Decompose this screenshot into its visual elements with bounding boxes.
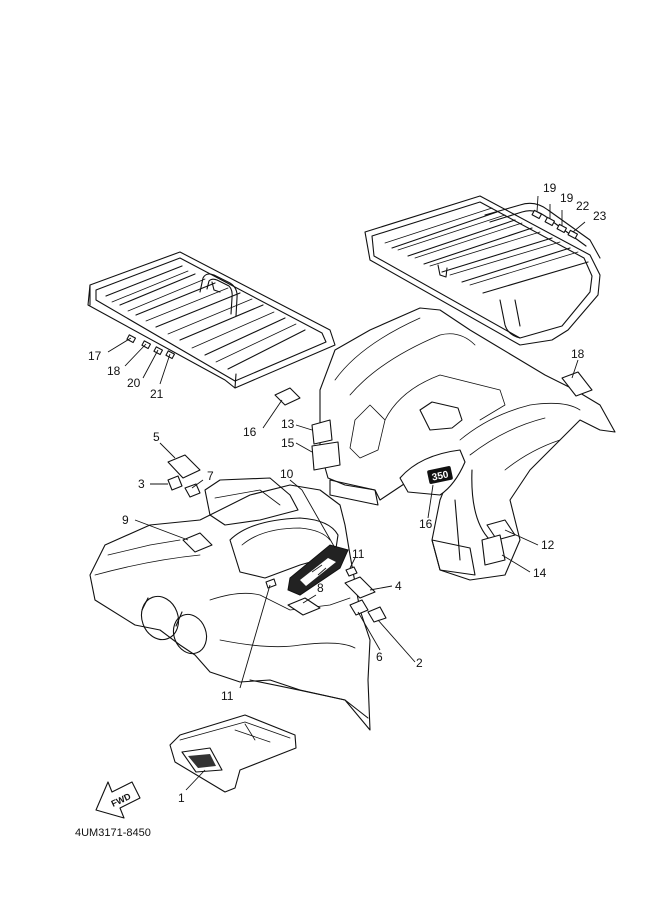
callout-23: 23 — [593, 209, 607, 223]
callout-22: 22 — [576, 199, 590, 213]
callout-4: 4 — [395, 579, 402, 593]
front-carrier-rack — [87, 251, 336, 389]
callout-15: 15 — [281, 436, 295, 450]
callout-7: 7 — [207, 469, 214, 483]
callout-6: 6 — [376, 650, 383, 664]
callout-numbers: 17 18 20 21 19 19 22 23 18 16 13 15 5 7 … — [88, 181, 607, 805]
callout-10: 10 — [280, 467, 294, 481]
callout-16-upper: 16 — [243, 425, 257, 439]
model-badge-text: 350 — [431, 469, 450, 483]
callout-5: 5 — [153, 430, 160, 444]
callout-12: 12 — [541, 538, 555, 552]
callout-18-rear: 19 — [560, 191, 574, 205]
decal-labels — [126, 209, 593, 623]
callout-14: 14 — [533, 566, 547, 580]
leader-lines — [107, 195, 586, 791]
callout-11-left: 11 — [221, 689, 234, 703]
callout-8: 8 — [317, 581, 324, 595]
callout-3: 3 — [138, 477, 145, 491]
callout-1: 1 — [178, 791, 185, 805]
callout-19-rear: 19 — [543, 181, 557, 195]
front-guard — [169, 714, 297, 793]
callout-13: 13 — [281, 417, 295, 431]
diagram-code: 4UM3171-8450 — [75, 827, 151, 839]
rear-carrier-rack — [364, 195, 601, 346]
model-badge: 350 — [427, 466, 453, 484]
front-fender — [89, 477, 371, 731]
callout-16-lower: 16 — [419, 517, 433, 531]
callout-21: 21 — [150, 387, 164, 401]
callout-20: 20 — [127, 376, 141, 390]
callout-17: 18 — [571, 347, 585, 361]
callout-11-right: 11 — [352, 547, 365, 561]
center-panel-decal — [287, 544, 349, 596]
callout-18-front: 18 — [107, 364, 121, 378]
callout-9: 9 — [122, 513, 129, 527]
forward-arrow-icon: FWD — [95, 781, 141, 819]
callout-2: 2 — [416, 656, 423, 670]
callout-19-front: 17 — [88, 349, 102, 363]
